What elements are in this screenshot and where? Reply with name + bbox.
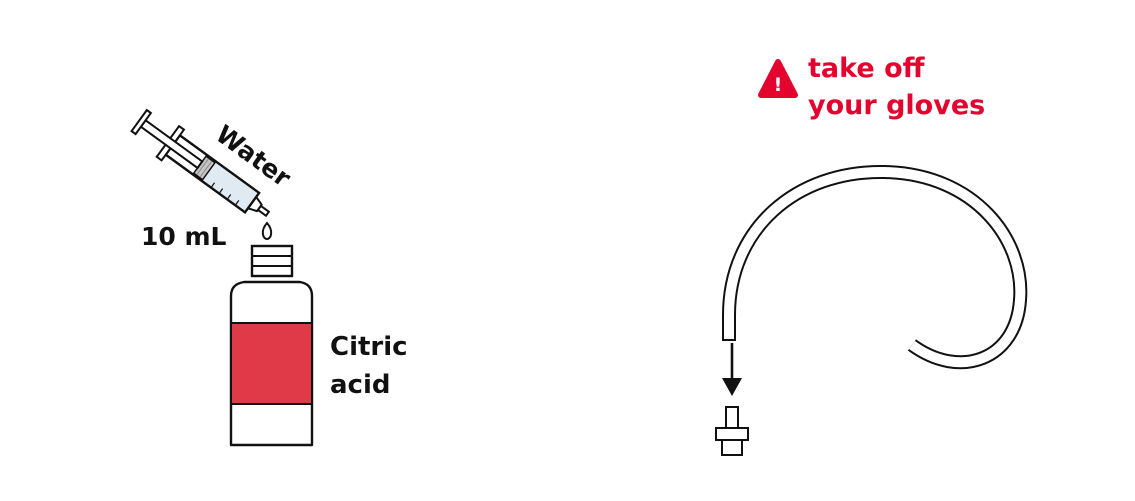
coiled-tube-icon [722, 164, 1028, 370]
tube-connector-icon [715, 406, 749, 456]
syringe-icon [130, 108, 271, 218]
bottle-icon [229, 244, 314, 447]
warning-glyph: ! [774, 74, 783, 96]
bottle-label-band [232, 323, 311, 404]
warning-triangle-icon: ! [758, 59, 798, 98]
bottle-label-line2: acid [330, 370, 390, 400]
bottle-label-line1: Citric [330, 332, 408, 362]
warning-line2: your gloves [808, 90, 985, 121]
warning-line1: take off [808, 53, 926, 84]
arrow-down-icon [722, 343, 742, 396]
water-drop-icon [261, 221, 273, 241]
volume-label: 10 mL [141, 222, 227, 251]
